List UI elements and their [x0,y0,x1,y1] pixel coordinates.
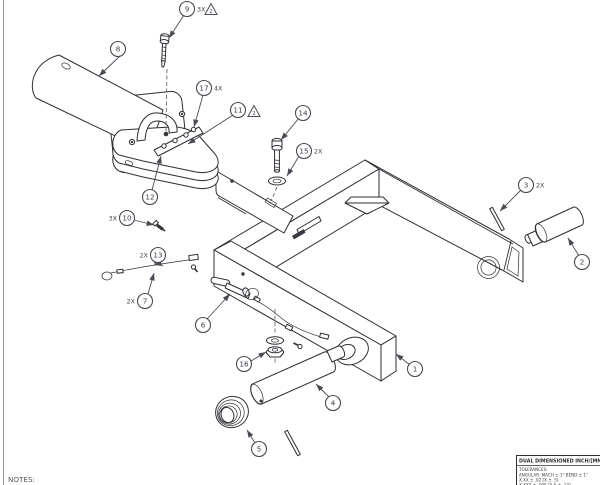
frame-hole-outer [477,256,500,279]
svg-text:12: 12 [145,193,154,202]
roller-tube-4 [250,345,346,405]
svg-text:9: 9 [185,5,190,14]
screw-9 [159,33,170,68]
balloon-11: 11 2 [187,101,261,145]
frame-right-rail-end-edge [503,240,512,271]
notes-label: NOTES: [8,475,35,484]
corner-gusset [344,196,390,215]
flag-note-icon [204,2,218,15]
frame-weldment [213,159,524,382]
ribbed-cap-5 [215,395,249,429]
screw9-centerline [165,68,168,132]
svg-text:16: 16 [239,360,249,369]
svg-text:2X: 2X [140,253,149,260]
lanyard-cable-left [101,253,199,281]
balloon-7: 7 2X [127,272,155,310]
svg-text:14: 14 [298,109,308,118]
title-block-line4: X.XXX ± .005 [X.X ± .13] [519,482,571,485]
svg-text:2X: 2X [314,149,323,156]
balloon-15: 15 2X [286,142,323,177]
rail-slot-small [292,229,306,240]
washer-15 [268,176,286,186]
motor-vent-hole [61,62,71,70]
svg-text:3: 3 [524,181,529,190]
screw-10 [152,219,166,232]
strip-screw-1 [161,143,167,149]
frame-right-rail-edge [378,168,514,245]
title-block-line2: ANGULAR: MACH ± 1° BEND ± 1° [519,472,588,477]
balloon-callouts: 9 3X 2 8 17 4X 11 2 12 [98,0,591,458]
balloon-8: 8 [98,40,127,77]
balloon-14: 14 [280,104,312,141]
balloon-10: 10 3X [109,209,155,227]
strip-screw-3 [183,132,189,138]
title-block-line1: TOLERANCES: [518,467,548,472]
balloon-9: 9 3X 2 [168,0,218,39]
frame-right-tube-wall [506,246,520,277]
balloon-6: 6 [194,293,231,334]
svg-text:2X: 2X [127,299,136,306]
svg-text:15: 15 [299,147,308,156]
balloon-16: 16 [235,351,267,373]
strip-screw-2 [172,137,178,144]
lanyard-cable-right [252,295,330,350]
detent-pin [210,276,259,301]
roll-pin-3 [489,206,505,232]
svg-text:13: 13 [153,251,162,260]
svg-text:1: 1 [413,365,418,374]
frame-bottom-rail-end [380,335,397,382]
svg-text:8: 8 [116,45,121,54]
svg-text:3X: 3X [109,216,118,223]
svg-text:7: 7 [143,297,148,306]
washer-nut-16 [266,309,284,365]
balloon-13: 13 2X [140,246,167,267]
pin-hole [241,272,245,276]
balloon-1: 1 [395,353,424,378]
svg-text:17: 17 [199,84,208,93]
svg-text:5: 5 [257,445,262,454]
svg-text:4X: 4X [214,86,223,93]
bolt-14 [271,137,283,173]
balloon-4: 4 [315,383,342,412]
title-block-box [516,455,600,485]
balloon-5: 5 [246,429,268,458]
roll-pin-lower [284,429,301,457]
balloon-3: 3 2X [499,176,545,212]
title-block: DUAL DIMENSIONED INCH/[MM] TOLERANCES: A… [516,455,600,485]
frame-hole-inner [480,259,497,276]
plate-screw-left-dot [130,140,134,144]
tongue-hole [230,179,234,183]
frame-right-rail [364,159,524,283]
svg-text:3X: 3X [197,7,206,14]
balloon-17: 17 4X [193,79,223,128]
svg-text:2: 2 [209,9,212,15]
balloon-12: 12 [141,155,162,206]
roller-2 [524,206,584,247]
motor-cylinder [31,54,164,153]
svg-text:4: 4 [331,399,336,408]
screw9-target-hole [163,131,169,137]
bracket-assembly [31,54,219,190]
balloon-2: 2 [567,237,591,271]
svg-text:2X: 2X [536,183,545,190]
title-block-header: DUAL DIMENSIONED INCH/[MM] [519,459,600,465]
svg-text:11: 11 [233,106,242,115]
strip-screw-4 [190,126,197,133]
tongue-slot [264,197,277,208]
title-block-line3: X.XX ± .02 [X ± .5] [519,477,559,482]
svg-text:2: 2 [252,111,255,117]
svg-text:2: 2 [580,258,585,267]
bolt14-centerline [270,186,278,202]
svg-text:6: 6 [201,321,206,330]
arch-slot-piece [136,112,178,142]
plate-screw-right-dot [180,112,184,116]
tongue-thickness-edge [217,197,247,215]
lower-plate-slot [124,160,134,166]
svg-text:10: 10 [122,214,132,223]
flag-note-icon [247,104,261,117]
